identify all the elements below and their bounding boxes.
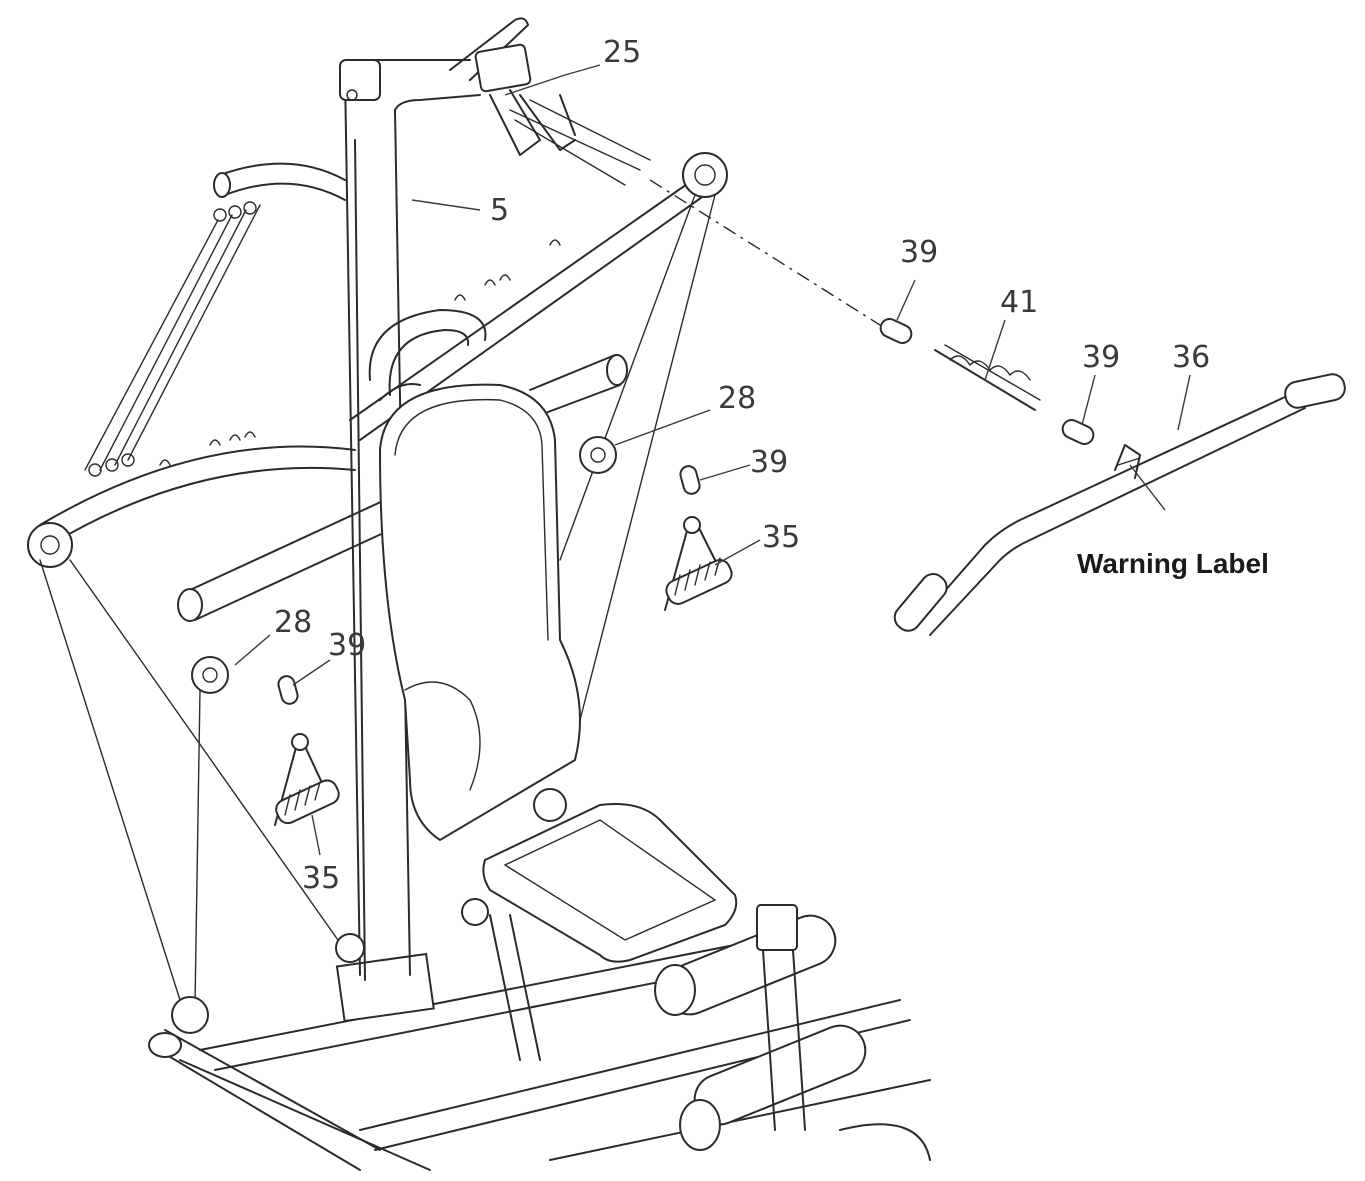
left-arm (27, 431, 356, 568)
callout-35-left: 35 (302, 861, 340, 896)
leg-extension (654, 904, 931, 1161)
callout-39-chain-right: 39 (1082, 340, 1120, 375)
callout-41: 41 (1000, 285, 1038, 320)
chest-bar-right (379, 354, 628, 474)
lat-bar-36 (893, 373, 1346, 636)
hand-grip-35-right (664, 516, 733, 611)
callout-5: 5 (490, 193, 509, 228)
left-power-rod-bank (84, 162, 346, 477)
callout-28-right: 28 (718, 381, 756, 416)
callout-39-right: 39 (750, 445, 788, 480)
quick-link-39-upper-right (1061, 419, 1095, 445)
chain-41 (934, 344, 1041, 411)
leader-lines (234, 64, 1191, 856)
quick-link-39-left (277, 675, 299, 705)
callout-36: 36 (1172, 340, 1210, 375)
top-arm (449, 17, 651, 186)
callout-25: 25 (603, 35, 641, 70)
callout-39-left: 39 (328, 628, 366, 663)
cables (39, 194, 716, 1034)
hand-grip-35-left (274, 733, 340, 826)
right-power-rod-arm (349, 152, 728, 441)
callout-39-chain-left: 39 (900, 235, 938, 270)
warning-label-text: Warning Label (1077, 548, 1269, 579)
chest-bar-left (177, 499, 391, 694)
seat (461, 788, 738, 1061)
quick-link-39-upper-left (879, 318, 913, 344)
callout-28-left: 28 (274, 605, 312, 640)
quick-link-39-right (679, 465, 701, 495)
backrest (368, 309, 581, 842)
cable-path-to-lat-bar (649, 179, 881, 326)
callout-35-right: 35 (762, 520, 800, 555)
